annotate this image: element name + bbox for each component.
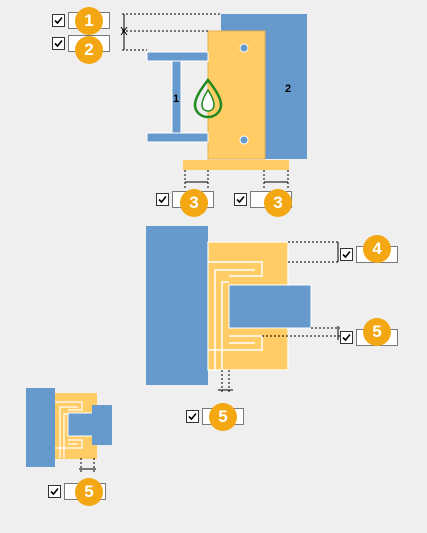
option-3a-badge: 3 <box>180 189 208 217</box>
member-label-1: 1 <box>173 93 180 105</box>
option-2-badge: 2 <box>75 36 103 64</box>
column-member-middle <box>146 226 208 385</box>
option-5c-checkbox[interactable] <box>48 485 61 498</box>
member-label-2: 2 <box>285 83 292 95</box>
beam-member <box>146 51 209 143</box>
weld-icon <box>193 77 223 119</box>
beam-flange-middle <box>228 284 312 329</box>
end-plate <box>207 30 266 160</box>
dimension-lines-bottom <box>184 170 289 190</box>
option-3a-checkbox[interactable] <box>156 193 169 206</box>
dimension-lines-top <box>122 13 221 51</box>
option-2-checkbox[interactable] <box>52 37 65 50</box>
dimension-lines-small <box>79 458 96 472</box>
bottom-plate-strip <box>183 160 289 170</box>
dimension-lines-middle <box>218 241 340 394</box>
option-1-checkbox[interactable] <box>52 14 65 27</box>
beam-small <box>92 405 112 445</box>
option-1-badge: 1 <box>75 7 103 35</box>
option-5b-checkbox[interactable] <box>186 410 199 423</box>
option-3b-badge: 3 <box>264 189 292 217</box>
option-5b-badge: 5 <box>209 403 237 431</box>
option-4-checkbox[interactable] <box>340 248 353 261</box>
column-member-small <box>26 388 55 467</box>
bolt-hole <box>239 43 249 53</box>
option-5a-badge: 5 <box>363 318 391 346</box>
option-4-badge: 4 <box>363 235 391 263</box>
option-5c-badge: 5 <box>75 478 103 506</box>
option-5a-checkbox[interactable] <box>340 331 353 344</box>
option-3b-checkbox[interactable] <box>234 193 247 206</box>
bolt-hole <box>239 135 249 145</box>
